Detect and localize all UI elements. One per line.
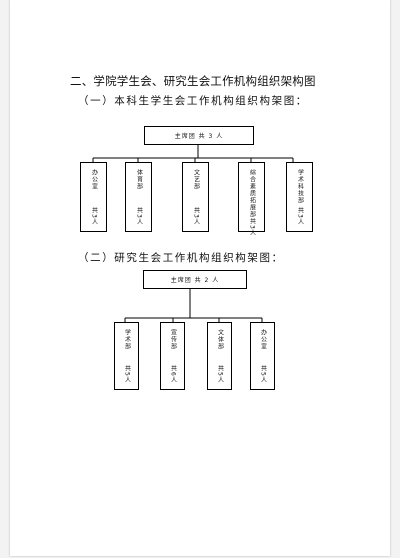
undergrad-presidium-box: 主席团 共 3 人 <box>144 126 254 145</box>
dept-count: 共5人 <box>123 365 131 384</box>
dept-name: 体育部 <box>135 169 143 190</box>
dept-name: 办公室 <box>259 329 267 350</box>
undergrad-dept-box: 办公室 共3人 <box>80 162 107 232</box>
undergrad-dept-box: 文艺部 共3人 <box>182 162 209 232</box>
dept-name: 学术部 <box>123 329 131 350</box>
grad-dept-box: 宣传部 共6人 <box>160 322 185 390</box>
grad-chart-subheading: （二）研究生会工作机构组织构架图： <box>78 252 284 264</box>
grad-dept-box: 办公室 共5人 <box>250 322 275 390</box>
undergrad-chart-subheading: （一）本科生学生会工作机构组织构架图： <box>78 95 308 107</box>
undergrad-dept-box: 体育部 共3人 <box>125 162 152 232</box>
dept-count: 共5人 <box>259 365 267 384</box>
dept-count: 共3人 <box>90 207 98 226</box>
undergrad-dept-box: 綜合素质拓展部 共3人 <box>238 162 265 237</box>
dept-count: 共3人 <box>296 207 304 226</box>
dept-name: 学术科技部 <box>296 169 304 204</box>
section-heading: 二、学院学生会、研究生会工作机构组织架构图 <box>70 74 316 88</box>
dept-name: 文体部 <box>216 329 224 350</box>
grad-dept-box: 文体部 共5人 <box>207 322 232 390</box>
dept-count: 共3人 <box>192 207 200 226</box>
grad-presidium-box: 主席团 共 2 人 <box>143 270 247 289</box>
undergrad-presidium-label: 主席团 共 3 人 <box>174 133 224 140</box>
undergrad-dept-box: 学术科技部 共3人 <box>286 162 313 232</box>
dept-name: 宣传部 <box>169 329 177 350</box>
grad-dept-box: 学术部 共5人 <box>114 322 139 390</box>
dept-count: 共5人 <box>216 365 224 384</box>
grad-presidium-label: 主席团 共 2 人 <box>170 277 220 284</box>
dept-name: 办公室 <box>90 169 98 190</box>
dept-name: 文艺部 <box>192 169 200 190</box>
dept-name: 綜合素质拓展部 <box>248 169 256 218</box>
dept-count: 共3人 <box>135 207 143 226</box>
dept-count: 共3人 <box>248 218 256 237</box>
dept-count: 共6人 <box>169 365 177 384</box>
